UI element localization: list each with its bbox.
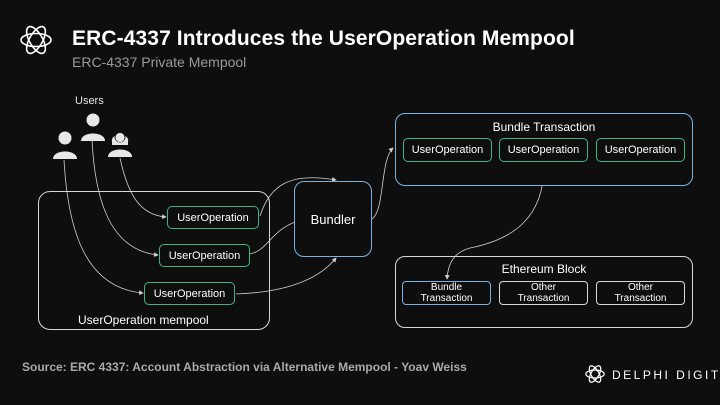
mempool-label: UserOperation mempool xyxy=(78,313,209,327)
block-other-transaction-1[interactable]: Other Transaction xyxy=(499,281,588,305)
block-other-transaction-2[interactable]: Other Transaction xyxy=(596,281,685,305)
bundle-user-operation-3[interactable]: UserOperation xyxy=(596,138,685,162)
ethereum-block-title: Ethereum Block xyxy=(501,262,587,276)
bundle-user-operation-2[interactable]: UserOperation xyxy=(499,138,588,162)
user-operation-1[interactable]: UserOperation xyxy=(167,206,259,229)
delphi-logo-icon xyxy=(20,25,52,55)
op1-to-bundler-link xyxy=(259,176,337,217)
bundler-to-bundle-link xyxy=(371,147,394,220)
user2-to-op2-link xyxy=(91,139,159,257)
bundler-box[interactable]: Bundler xyxy=(294,181,372,257)
bundle-to-block-link xyxy=(444,162,545,280)
users-label: Users xyxy=(75,95,104,107)
page-subtitle: ERC-4337 Private Mempool xyxy=(72,54,247,70)
block-bundle-transaction[interactable]: Bundle Transaction xyxy=(402,281,491,305)
ethereum-block-box xyxy=(395,256,693,328)
user3-to-op1-link xyxy=(119,157,167,220)
bundle-user-operation-1[interactable]: UserOperation xyxy=(403,138,492,162)
op3-to-bundler-link xyxy=(235,257,337,295)
user-icon xyxy=(81,113,105,141)
user-operation-2[interactable]: UserOperation xyxy=(159,244,250,267)
page-title: ERC-4337 Introduces the UserOperation Me… xyxy=(72,27,575,50)
user1-to-op3-link xyxy=(63,159,144,296)
source-citation: Source: ERC 4337: Account Abstraction vi… xyxy=(22,360,467,374)
bundle-transaction-title: Bundle Transaction xyxy=(492,120,596,134)
user-icon xyxy=(53,131,77,159)
bundler-label: Bundler xyxy=(310,211,356,227)
user-operation-3[interactable]: UserOperation xyxy=(144,282,235,305)
delphi-logo-icon xyxy=(585,365,605,383)
mempool-container xyxy=(38,191,270,330)
brand-name: DELPHI DIGITAL xyxy=(612,368,720,382)
user-icon xyxy=(108,131,132,157)
